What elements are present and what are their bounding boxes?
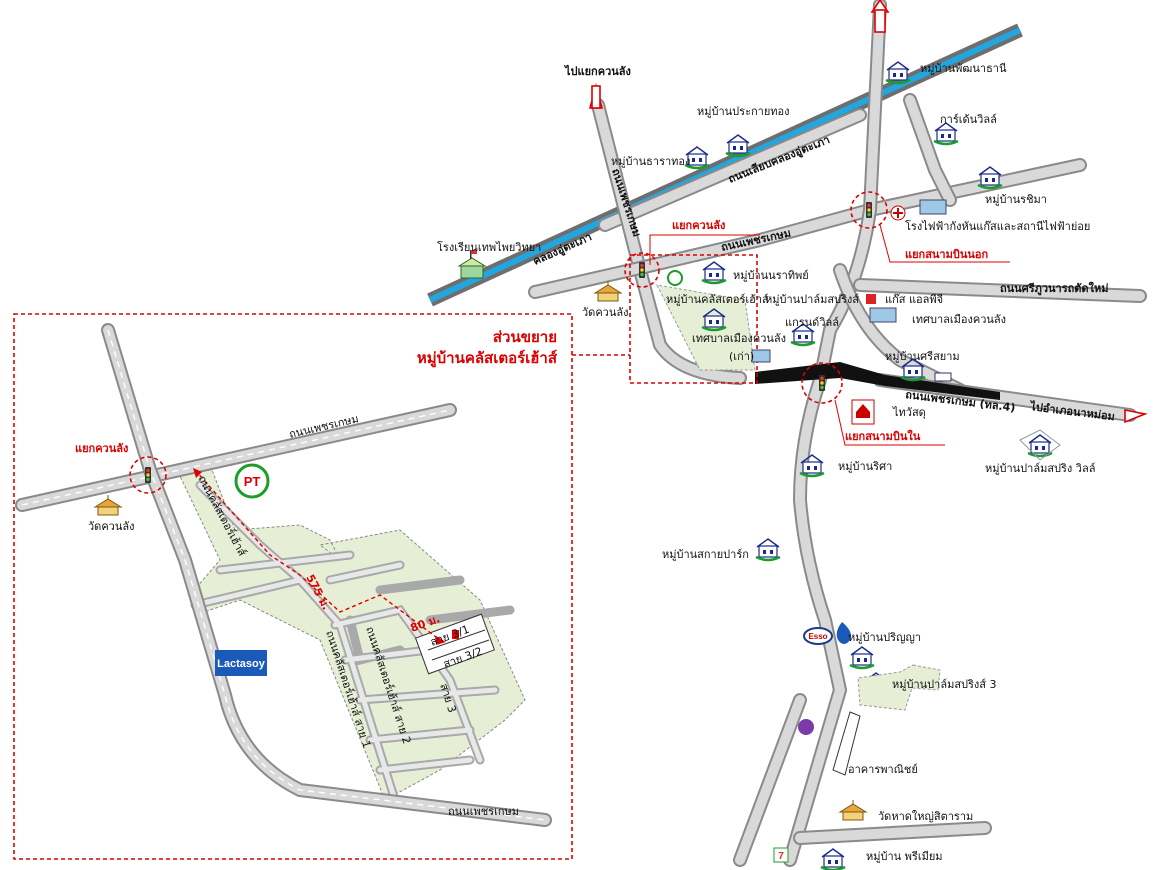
pt-station-icon [667,270,683,286]
label-commercial: อาคารพาณิชย์ [848,763,918,776]
label-phetkasem-ew: ถนนเพชรเกษม [720,226,792,253]
label-village-parinya: หมู่บ้านปริญญา [848,631,921,644]
zoom-title-2: หมู่บ้านคลัสเตอร์เฮ้าส์ [417,349,558,368]
expressway [755,362,1000,400]
house-icon [724,133,752,158]
sign-icon [934,372,952,382]
label-temple-kuanlang: วัดควนลัง [582,306,629,319]
svg-text:7: 7 [778,851,784,862]
house-icon [754,537,782,562]
label-old: (เก่า) [729,350,754,363]
label-wat-hatyai: วัดหาดใหญ่สิตาราม [878,810,973,823]
old-municipality-icon [751,349,771,363]
svg-text:PT: PT [244,474,261,489]
label-school: โรงเรียนเทพไพยวิทยา [437,240,541,254]
label-to-kuanlang: ไปแยกควนลัง [563,64,631,78]
target-house-icon [452,630,459,639]
power-plant-icon [890,199,947,221]
house-icon [1026,433,1054,458]
junction-airport-in-circle [801,362,843,404]
label-airport-in-junction: แยกสนามบินใน [845,429,921,443]
lactasoy-logo: Lactasoy [215,650,267,676]
gas-icon [866,294,876,304]
highlighted-houses [414,613,496,675]
label-thaiwatsadu: ไทวัสดุ [892,406,926,419]
label-village-palmspring: หมู่บ้านปาล์มสปริงส์ [765,293,859,306]
label-village-palmspring3: หมู่บ้านปาล์มสปริงส์ 3 [892,678,997,691]
label-village-narathip: หมู่บ้านนราทิพย์ [733,269,809,282]
traffic-light-icon [145,467,151,483]
traffic-light-icon [819,375,825,391]
traffic-light-icon [866,202,872,218]
junction-airport-out-circle [850,191,888,229]
label-village-sakaipark: หมู่บ้านสกายปาร์ก [662,548,749,561]
label-municipality: เทศบาลเมืองควนลัง [912,313,1006,326]
label-kuanlang-junction: แยกควนลัง [672,219,725,232]
roads [528,0,1147,867]
label-village-risa: หมู่บ้านริศา [838,460,892,473]
school-icon [457,250,487,279]
label-grandville: แกรนด์วิลล์ [785,316,839,329]
label-gardenville: การ์เด้นวิลล์ [940,113,997,126]
zoom-label-phetkasem-bottom: ถนนเพชรเกษม [448,805,519,818]
zoom-title-1: ส่วนขยาย [493,328,557,346]
zoom-junction-circle [129,456,167,494]
temple-icon [839,799,867,821]
label-village-phrakayathong: หมู่บ้านประกายทอง [697,105,790,118]
label-village-phimiam: หมู่บ้าน พรีเมียม [866,850,943,863]
esso-icon: Esso [803,627,833,645]
junction-kuanlang-circle [624,252,660,288]
arrow-north-kuanlang-shaft [591,85,601,109]
label-power-plant: โรงไฟฟ้ากังหันแก๊สและสถานีไฟฟ้าย่อย [905,219,1090,233]
route-path [194,469,441,641]
svg-text:Esso: Esso [808,632,827,641]
commercial-logo-icon [798,719,814,735]
label-village-rachima: หมู่บ้านรชิมา [985,193,1047,206]
zoom-inset: PT Lactasoy ส่วนขยาย หมู่บ้านคลัสเตอร์เฮ… [13,313,573,860]
label-village-palmspring-ville: หมู่บ้านปาล์มสปริง วิลล์ [985,462,1095,475]
label-village-phatthana: หมู่บ้านพัฒนาธานี [920,62,1007,75]
label-village-srisayam: หมู่บ้านศรีสยาม [885,350,960,363]
arrow-north-top-shaft [874,9,886,33]
house-icon [976,165,1004,190]
pt-logo-icon: PT [234,463,270,499]
ptt-flame-icon [836,622,851,644]
house-icon [884,60,912,85]
traffic-light-icon [639,262,645,278]
municipality-building-icon [869,307,897,323]
house-icon [932,121,960,146]
thaiwatsadu-logo [851,399,875,425]
zoom-label-wat: วัดควนลัง [88,520,135,533]
label-village-cluster: หมู่บ้านคลัสเตอร์เฮ้าส์ [666,293,769,306]
label-airport-out-junction: แยกสนามบินนอก [905,248,988,261]
house-icon [819,847,847,870]
label-gas: แก๊ส แอลพีจี [885,293,943,306]
house-icon [848,645,876,670]
commercial-block [832,711,861,776]
svg-text:Lactasoy: Lactasoy [217,658,266,670]
arrow-east-namom [1124,409,1148,424]
label-sriphuwanart: ถนนศรีภูวนารถตัดใหม่ [1000,281,1108,296]
canal-u-taphao [427,23,1023,307]
palmspring3-estate [857,664,941,711]
house-icon [700,260,728,285]
label-old-municipality: เทศบาลเมืองควนลัง [692,332,786,345]
seven-eleven-icon: 7 [773,847,789,863]
palmspring-ville-estate [1019,429,1061,461]
label-village-tharathong: หมู่บ้านธาราทอง [611,155,690,168]
cluster-zoom-frame [629,254,758,384]
zoom-label-junction: แยกควนลัง [75,442,128,455]
